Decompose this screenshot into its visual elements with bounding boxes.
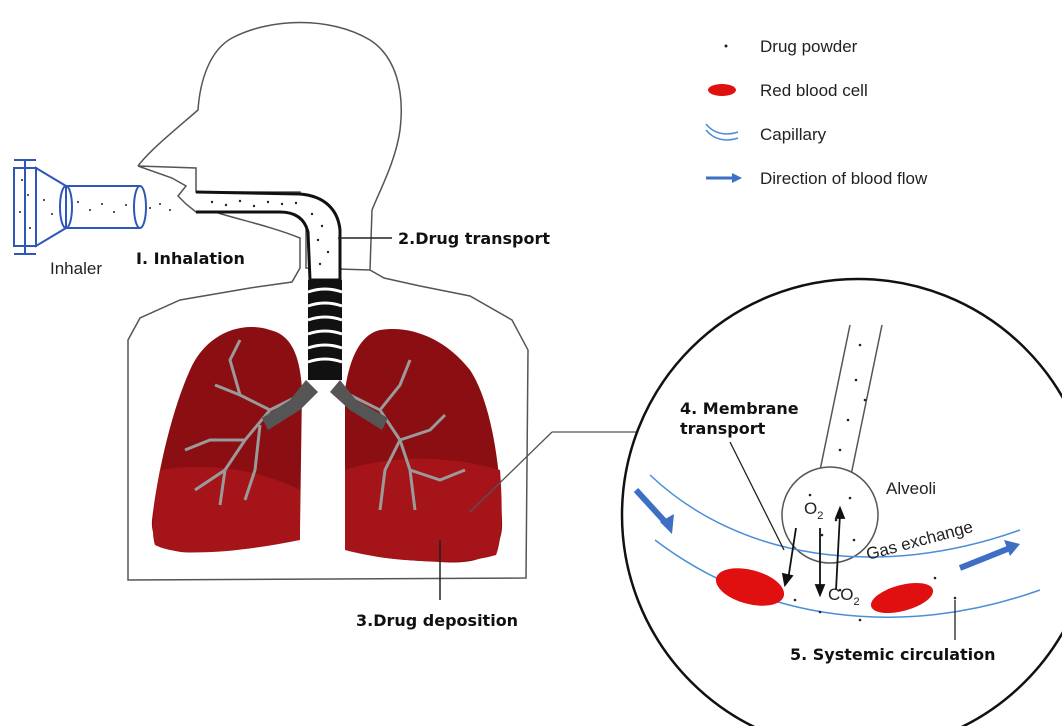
legend-red-blood-cell-label: Red blood cell [760,81,868,100]
alveoli-sac [782,467,878,563]
legend-blood-flow-arrowhead [732,173,742,183]
step5-systemic-circulation-label: 5. Systemic circulation [790,645,996,664]
inhaler-device [14,160,146,254]
legend-capillary-label: Capillary [760,125,827,144]
legend-capillary-icon [706,124,738,140]
legend: Drug powder Red blood cell Capillary Dir… [706,37,928,188]
step3-drug-deposition-label: 3.Drug deposition [356,611,518,630]
alveoli-label: Alveoli [886,479,936,498]
legend-blood-flow-label: Direction of blood flow [760,169,928,188]
head-outline [138,23,401,271]
legend-red-blood-cell-icon [708,84,736,96]
step2-drug-transport-label: 2.Drug transport [398,229,550,248]
inhaler-label: Inhaler [50,259,102,278]
legend-drug-powder-icon [725,45,728,48]
step1-inhalation-label: I. Inhalation [136,249,245,268]
legend-drug-powder-label: Drug powder [760,37,858,56]
trachea [308,280,342,380]
